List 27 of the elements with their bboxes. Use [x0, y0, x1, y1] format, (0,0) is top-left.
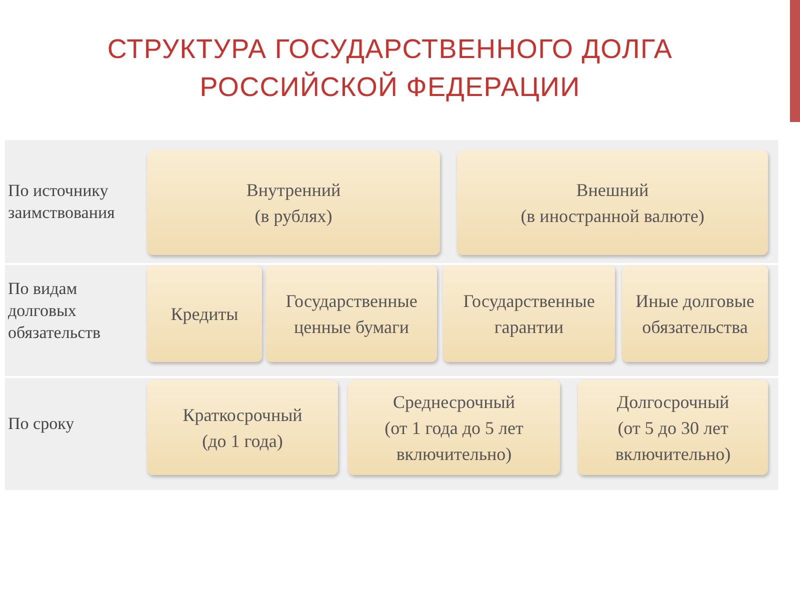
category-box — [578, 380, 768, 475]
category-box — [147, 150, 440, 255]
row-label: По видам долговых обязательств — [8, 278, 102, 344]
box-text: (в иностранной валюте) — [520, 204, 704, 228]
row-label: По сроку — [8, 413, 76, 435]
box-text: Государственные гарантии — [462, 290, 596, 339]
box-text: Государственные ценные бумаги — [284, 290, 418, 339]
category-box — [457, 150, 768, 255]
row-label: По источнику заимствования — [8, 180, 116, 224]
category-box — [266, 265, 437, 362]
box-text: (до 1 года) — [202, 430, 283, 453]
box-text: (в рублях) — [254, 204, 332, 228]
box-text: Краткосрочный — [182, 404, 302, 427]
category-box — [622, 265, 768, 362]
category-box — [147, 265, 262, 362]
box-text: Иные долговые обязательства — [634, 290, 756, 338]
category-box — [443, 265, 615, 362]
box-text: Долгосрочный — [616, 390, 730, 414]
category-box — [147, 380, 338, 475]
box-text: Внутренний — [246, 178, 341, 202]
box-text: Среднесрочный — [393, 390, 515, 414]
box-text: Внешний — [576, 178, 649, 202]
category-box — [348, 380, 560, 475]
box-text: (от 5 до 30 лет включительно) — [614, 416, 732, 466]
box-text: (от 1 года до 5 лет включительно) — [384, 416, 524, 466]
box-text: Кредиты — [170, 302, 238, 326]
title: СТРУКТУРА ГОСУДАРСТВЕННОГО ДОЛГА РОССИЙСКОЙ ФЕДЕРАЦИИ — [106, 33, 674, 104]
